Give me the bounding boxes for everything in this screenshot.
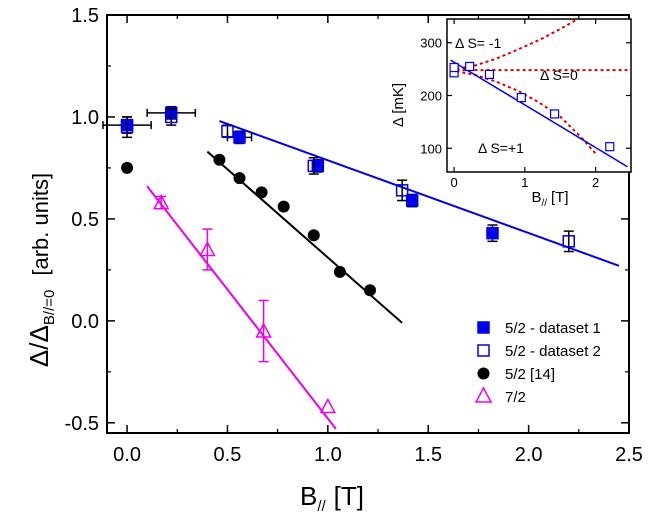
data-point-open-square <box>562 235 576 248</box>
main-axis-ticks: 0.0 0.5 1.0 1.5 2.0 2.5 -0.5 0.0 0.5 1.0 1.5 <box>65 5 643 466</box>
y-tick-label: 1.0 <box>71 107 99 129</box>
inset-annotation-dS-0: Δ S=0 <box>540 67 578 83</box>
inset-y-tick-label: 200 <box>420 89 442 104</box>
data-point-filled-circle <box>121 161 134 174</box>
data-point-filled-circle <box>277 200 290 213</box>
inset-dashed-curve <box>450 69 597 155</box>
inset-data-point-open-square <box>605 142 615 152</box>
legend-label-ref14: 5/2 [14] <box>505 366 555 383</box>
data-point-open-square <box>120 120 134 134</box>
inset-panel: 0 1 2 100 200 300 Δ S= -1 Δ S=0 Δ S=+1 B//[T]… <box>390 18 632 209</box>
inset-axis-ticks: 0 1 2 100 200 300 <box>420 19 631 190</box>
inset-data-point-open-square <box>516 93 526 103</box>
data-point-filled-circle <box>333 265 346 278</box>
inset-data-marks <box>449 61 615 152</box>
data-point-filled-circle <box>233 172 246 185</box>
inset-background <box>447 19 631 172</box>
data-point-filled-circle <box>307 229 320 242</box>
data-point-filled-circle <box>213 153 226 166</box>
inset-annotation-dS-minus1: Δ S= -1 <box>455 35 502 51</box>
data-point-filled-square <box>486 226 499 240</box>
legend-marker-filled-square <box>477 321 490 334</box>
legend-label-dataset1: 5/2 - dataset 1 <box>505 320 601 337</box>
data-point-filled-square <box>233 131 246 144</box>
inset-dashed-curves <box>450 19 631 155</box>
data-point-open-triangle <box>255 322 272 338</box>
x-tick-label: 0.5 <box>214 444 242 466</box>
x-tick-label: 2.5 <box>615 444 643 466</box>
legend-item-dataset1: 5/2 - dataset 1 <box>477 320 601 337</box>
legend: 5/2 - dataset 1 5/2 - dataset 2 5/2 [14]… <box>474 320 601 406</box>
inset-y-tick-label: 100 <box>420 141 442 156</box>
fit-line <box>146 185 337 430</box>
data-point-filled-circle <box>364 284 377 297</box>
data-point-filled-square <box>405 194 419 207</box>
x-tick-label: 2.0 <box>515 444 543 466</box>
data-point-open-square <box>164 110 178 124</box>
data-point-open-triangle <box>319 397 337 414</box>
y-tick-label: 0.5 <box>71 209 99 231</box>
data-point-open-triangle <box>199 240 216 257</box>
inset-fit-lines <box>450 59 628 168</box>
x-tick-label: 1.0 <box>314 444 342 466</box>
inset-dashed-curve <box>450 19 579 72</box>
legend-item-7-2: 7/2 <box>474 386 526 406</box>
main-plot-frame <box>106 14 630 434</box>
inset-x-tick-label: 1 <box>521 175 528 190</box>
data-point-filled-circle <box>255 186 268 199</box>
x-tick-label: 1.5 <box>414 444 442 466</box>
data-point-open-square <box>395 184 409 197</box>
inset-x-axis-title: B//[T] <box>531 189 568 209</box>
data-point-open-square <box>221 124 234 138</box>
main-data-marks <box>102 106 576 414</box>
legend-marker-filled-circle <box>477 367 490 380</box>
inset-y-tick-label: 300 <box>420 36 442 51</box>
inset-x-tick-label: 0 <box>450 175 457 190</box>
inset-y-axis-title: Δ [mK] <box>390 83 407 127</box>
inset-frame <box>446 18 632 173</box>
data-point-open-triangle <box>152 194 170 210</box>
x-tick-label: 0.0 <box>113 444 141 466</box>
legend-label-7-2: 7/2 <box>505 389 526 406</box>
legend-marker-open-triangle <box>474 386 493 403</box>
legend-marker-open-square <box>477 344 490 357</box>
inset-data-point-open-square <box>465 61 475 72</box>
y-tick-label: -0.5 <box>65 413 99 435</box>
legend-item-dataset2: 5/2 - dataset 2 <box>477 343 601 360</box>
main-y-axis-title: Δ/ΔB//=0[arb. units] <box>24 173 58 367</box>
inset-fit-line <box>450 59 628 168</box>
legend-item-ref14: 5/2 [14] <box>477 366 555 383</box>
fit-line <box>219 120 620 267</box>
inset-x-tick-label: 2 <box>592 175 599 190</box>
inset-annotation-dS-plus1: Δ S=+1 <box>478 140 524 156</box>
main-x-axis-title: B//[T] <box>300 481 364 514</box>
data-point-open-square <box>307 159 321 173</box>
inset-data-point-open-square <box>449 62 459 73</box>
legend-label-dataset2: 5/2 - dataset 2 <box>505 343 601 360</box>
y-tick-label: 1.5 <box>71 5 99 27</box>
inset-data-point-open-square <box>549 109 560 119</box>
y-tick-label: 0.0 <box>71 311 99 333</box>
inset-data-point-open-square <box>484 69 495 79</box>
